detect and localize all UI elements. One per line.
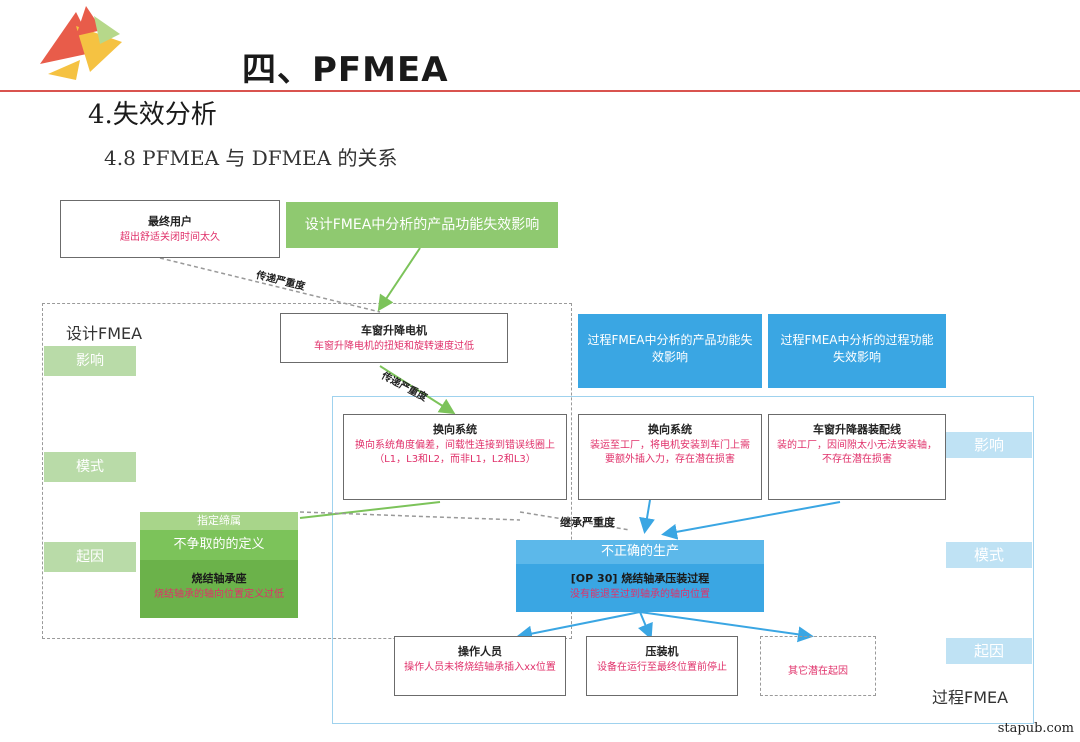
bearing-seat-heading: 烧结轴承座 bbox=[191, 572, 247, 585]
assembly-line-box: 车窗升降器装配线 装的工厂，因间隙太小无法安装轴，不存在潜在损害 bbox=[768, 414, 946, 500]
pfmea-region bbox=[332, 396, 1034, 724]
pfmea-tab-mode: 模式 bbox=[946, 542, 1032, 568]
cause-press-text: 设备在运行至最终位置前停止 bbox=[597, 662, 727, 673]
motor-text: 车窗升降电机的扭矩和旋转速度过低 bbox=[314, 341, 474, 352]
header-divider bbox=[0, 90, 1080, 92]
commutation-right-text: 装运至工厂，将电机安装到车门上需要额外插入力，存在潜在损害 bbox=[590, 440, 750, 465]
watermark: stapub.com bbox=[997, 721, 1074, 736]
page-title: 四、PFMEA bbox=[242, 50, 449, 90]
center-blue-main: [OP 30] 烧结轴承压装过程 没有能退至过到轴承的轴向位置 bbox=[516, 564, 764, 612]
cause-operator-text: 操作人员未将烧结轴承插入xx位置 bbox=[404, 662, 556, 673]
motor-heading: 车窗升降电机 bbox=[361, 324, 427, 337]
dfmea-tab-effect: 影响 bbox=[44, 346, 136, 376]
dfmea-region bbox=[42, 303, 572, 639]
cause-box-operator: 操作人员 操作人员未将烧结轴承插入xx位置 bbox=[394, 636, 566, 696]
commutation-right-heading: 换向系统 bbox=[648, 423, 692, 436]
logo-icon bbox=[40, 6, 122, 80]
cause-press-heading: 压装机 bbox=[645, 645, 679, 658]
section-heading: 4.失效分析 bbox=[88, 100, 217, 130]
commutation-left-box: 换向系统 换向系统角度偏差，间载性连接到错误线圈上（L1，L3和L2，而非L1，… bbox=[343, 414, 567, 500]
pfmea-label: 过程FMEA bbox=[932, 688, 1009, 707]
commutation-right-box: 换向系统 装运至工厂，将电机安装到车门上需要额外插入力，存在潜在损害 bbox=[578, 414, 762, 500]
cause-box-other: 其它潜在起因 bbox=[760, 636, 876, 696]
op30-heading: [OP 30] 烧结轴承压装过程 bbox=[570, 572, 710, 585]
dfmea-tab-mode: 模式 bbox=[44, 452, 136, 482]
bearing-seat-text: 烧结轴承的轴向位置定义过低 bbox=[154, 589, 284, 600]
green-stack-bottom: 烧结轴承座 烧结轴承的轴向位置定义过低 bbox=[140, 560, 298, 618]
motor-box: 车窗升降电机 车窗升降电机的扭矩和旋转速度过低 bbox=[280, 313, 508, 363]
op30-text: 没有能退至过到轴承的轴向位置 bbox=[570, 589, 710, 600]
section-subheading: 4.8 PFMEA 与 DFMEA 的关系 bbox=[104, 146, 398, 170]
arrow-label-inherit: 继承严重度 bbox=[560, 516, 615, 529]
green-stack-middle: 不争取的的定义 bbox=[140, 530, 298, 560]
pfmea-tab-cause: 起因 bbox=[946, 638, 1032, 664]
dfmea-banner: 设计FMEA中分析的产品功能失效影响 bbox=[286, 202, 558, 248]
pfmea-process-effect-banner: 过程FMEA中分析的过程功能失效影响 bbox=[768, 314, 946, 388]
dfmea-label: 设计FMEA bbox=[66, 324, 143, 343]
assembly-line-heading: 车窗升降器装配线 bbox=[813, 423, 901, 436]
cause-operator-heading: 操作人员 bbox=[458, 645, 502, 658]
green-stack-top: 指定缔属 bbox=[140, 512, 298, 530]
pfmea-product-effect-banner: 过程FMEA中分析的产品功能失效影响 bbox=[578, 314, 762, 388]
cause-box-press: 压装机 设备在运行至最终位置前停止 bbox=[586, 636, 738, 696]
assembly-line-text: 装的工厂，因间隙太小无法安装轴，不存在潜在损害 bbox=[777, 440, 937, 465]
commutation-left-text: 换向系统角度偏差，间载性连接到错误线圈上（L1，L3和L2，而非L1，L2和L3… bbox=[355, 440, 555, 465]
commutation-left-heading: 换向系统 bbox=[433, 423, 477, 436]
center-blue-top: 不正确的生产 bbox=[516, 540, 764, 564]
cause-other-text: 其它潜在起因 bbox=[788, 666, 848, 677]
end-user-box: 最终用户 超出舒适关闭时间太久 bbox=[60, 200, 280, 258]
end-user-text: 超出舒适关闭时间太久 bbox=[120, 232, 220, 243]
dfmea-tab-cause: 起因 bbox=[44, 542, 136, 572]
pfmea-tab-effect: 影响 bbox=[946, 432, 1032, 458]
end-user-heading: 最终用户 bbox=[148, 215, 192, 228]
